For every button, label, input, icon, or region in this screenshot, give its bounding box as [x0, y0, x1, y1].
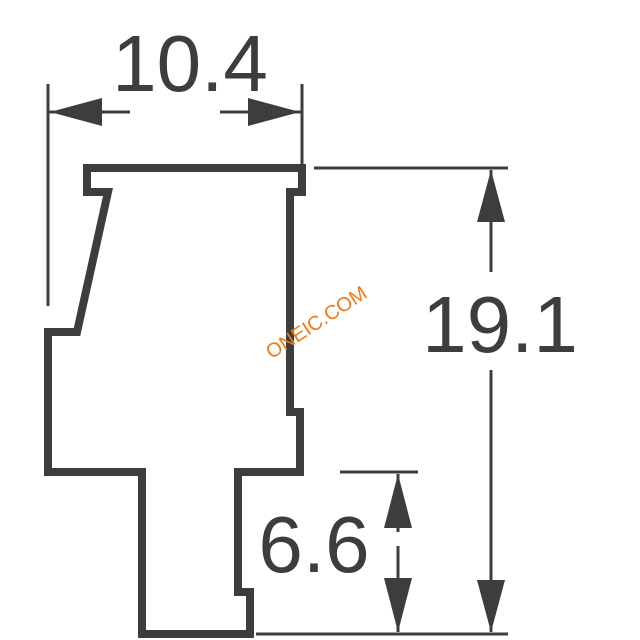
height-arrow-bottom: [477, 580, 505, 632]
width-dimension-label: 10.4: [112, 19, 268, 108]
width-arrow-right: [248, 98, 300, 126]
part-outline: [44, 164, 306, 638]
height-dimension-label: 19.1: [422, 280, 578, 369]
width-arrow-left: [50, 98, 102, 126]
width-dimension: 10.4: [46, 19, 304, 306]
height-dimension: 19.1: [256, 166, 578, 636]
stem-dimension: 6.6: [258, 470, 418, 632]
stem-arrow-top: [384, 474, 412, 528]
stem-arrow-bottom: [384, 578, 412, 632]
stem-dimension-label: 6.6: [258, 500, 369, 589]
height-arrow-top: [477, 170, 505, 222]
watermark-text: ONEIC.COM: [262, 282, 371, 363]
